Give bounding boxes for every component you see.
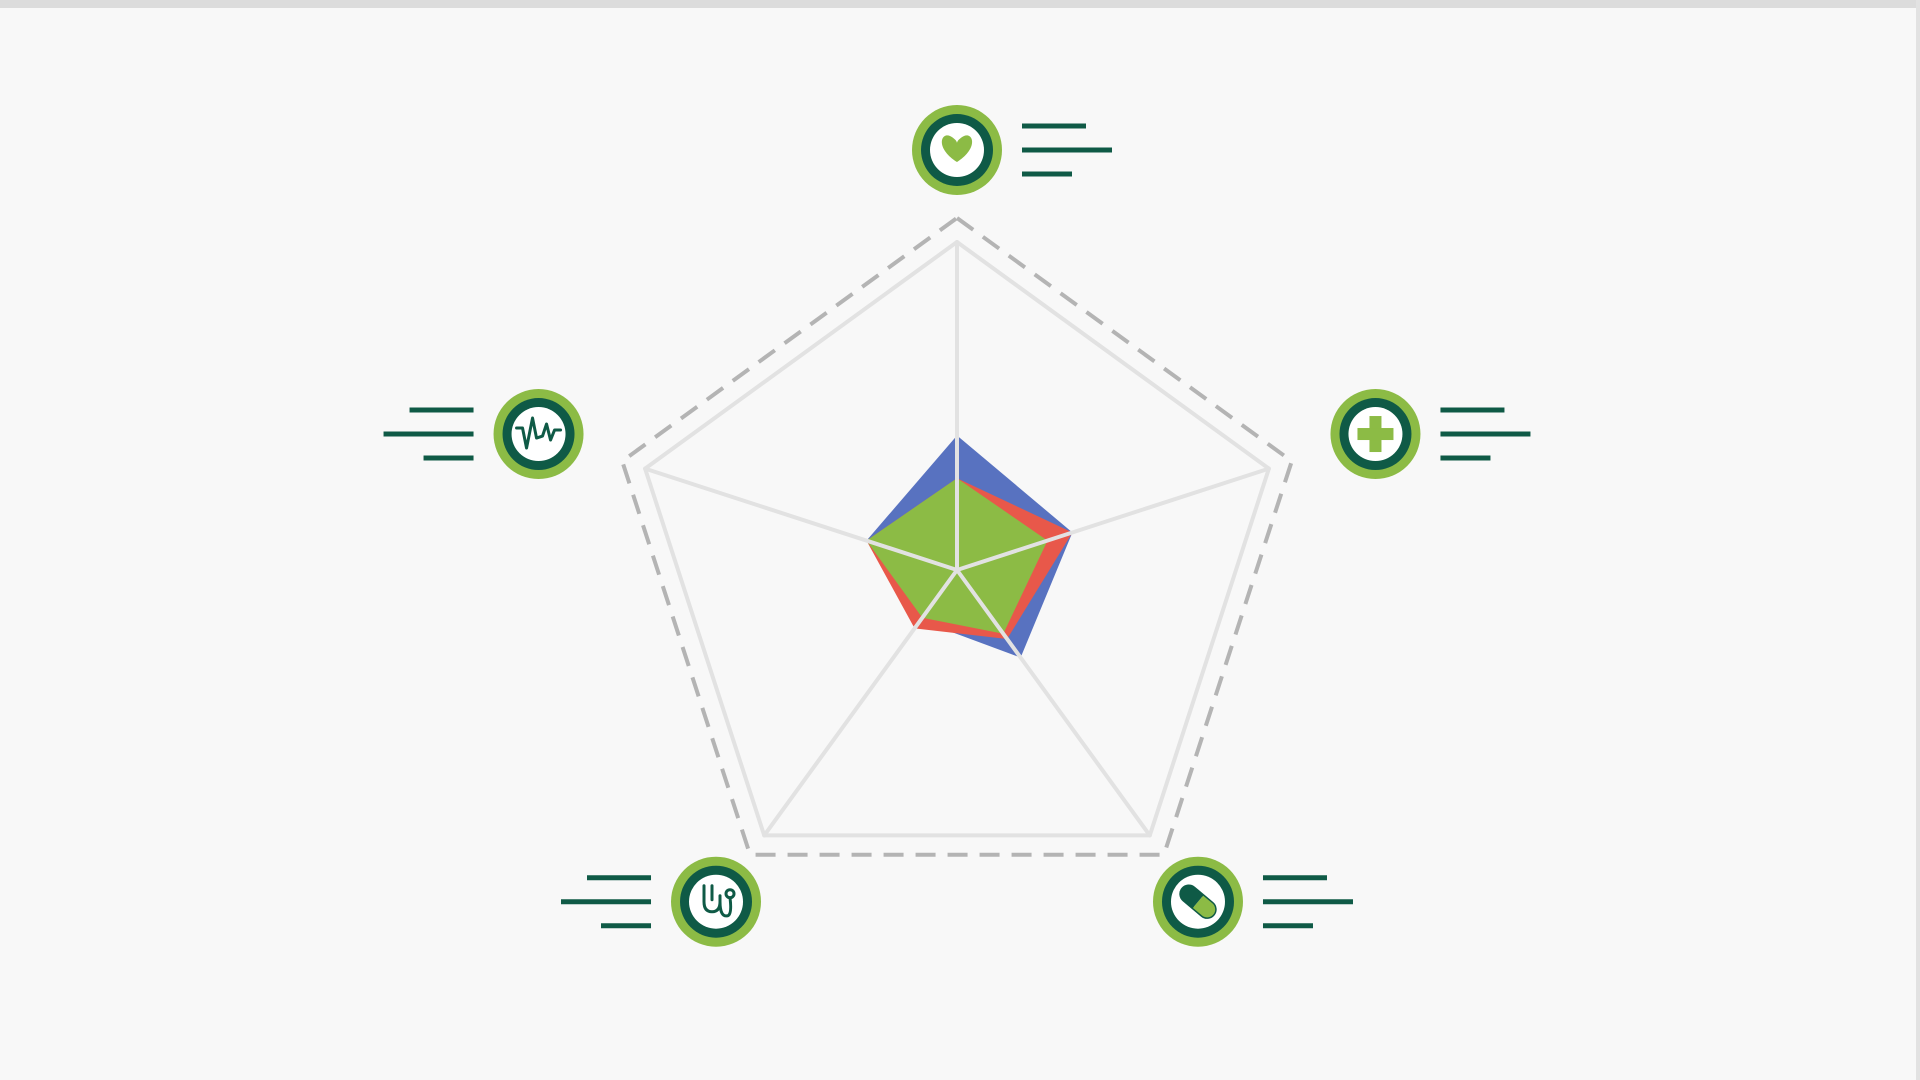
- text-line-placeholders: [1440, 407, 1531, 461]
- radar-grid-outer: [643, 240, 1271, 838]
- outer-dashed-outline-layer: [620, 216, 1294, 857]
- axis-label-5: [383, 389, 584, 480]
- right-border: [1916, 0, 1920, 1080]
- text-line-placeholders: [1262, 875, 1353, 929]
- heartbeat-monitor-icon: [493, 389, 584, 480]
- text-line-placeholders: [1022, 123, 1112, 177]
- radar-spoke-2: [955, 466, 1271, 572]
- outer-dashed-outline: [620, 216, 1294, 857]
- heart-icon: [912, 105, 1002, 195]
- text-line-placeholders: [561, 875, 652, 929]
- axis-label-3: [1152, 856, 1353, 947]
- top-border: [0, 0, 1920, 8]
- text-line-placeholders: [383, 407, 474, 461]
- axis-label-layer: [383, 105, 1531, 947]
- pill-icon: [1152, 856, 1243, 947]
- radar-spoke-layer: [643, 240, 1271, 838]
- axis-label-1: [912, 105, 1112, 195]
- axis-label-2: [1330, 389, 1531, 480]
- radar-spoke-5: [643, 466, 959, 572]
- stethoscope-icon: [671, 856, 762, 947]
- radar-series-layer: [866, 435, 1073, 658]
- axis-label-4: [561, 856, 762, 947]
- medical-cross-icon: [1330, 389, 1421, 480]
- radar-spoke-3: [955, 568, 1152, 838]
- radar-grid-layer: [643, 240, 1271, 838]
- radar-spoke-4: [762, 568, 959, 838]
